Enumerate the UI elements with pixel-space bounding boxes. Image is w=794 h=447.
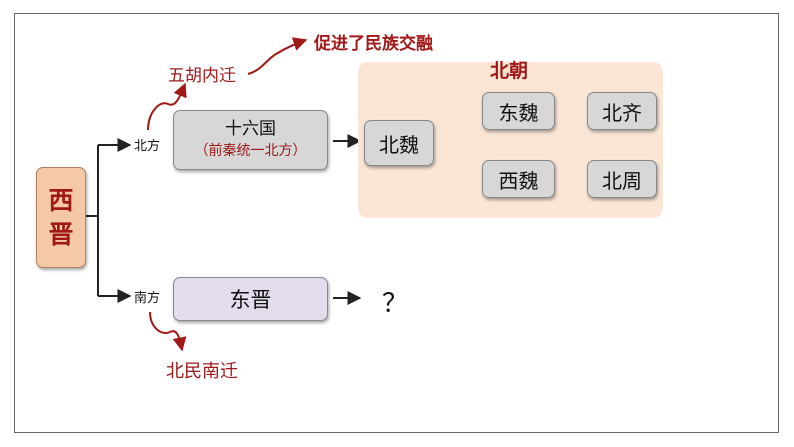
dongjin-box: 东晋 xyxy=(173,277,328,321)
node-xi-wei: 西魏 xyxy=(482,160,555,198)
node-dong-wei: 东魏 xyxy=(482,92,555,130)
node-dong-wei-label: 东魏 xyxy=(498,100,539,125)
node-bei-qi-label: 北齐 xyxy=(602,100,642,125)
root-label: 西 晋 xyxy=(48,185,74,249)
northern-dynasties-title: 北朝 xyxy=(490,60,529,82)
node-bei-zhou: 北周 xyxy=(587,160,657,198)
migration-in-arrow xyxy=(147,82,187,131)
dongjin-label: 东晋 xyxy=(229,288,272,312)
node-xi-wei-label: 西魏 xyxy=(498,168,539,193)
node-bei-wei: 北魏 xyxy=(364,120,434,166)
slide-frame xyxy=(14,13,779,433)
migration-south-note: 北民南迁 xyxy=(166,361,238,382)
sixteen-kingdoms-title: 十六国 xyxy=(225,119,276,139)
migration-south-arrow xyxy=(149,311,187,352)
sixteen-kingdoms-box: 十六国 （前秦统一北方） xyxy=(173,110,328,170)
node-bei-zhou-label: 北周 xyxy=(602,168,642,193)
migration-in-note: 五胡内迁 xyxy=(168,66,236,86)
fusion-note: 促进了民族交融 xyxy=(314,34,433,54)
node-bei-qi: 北齐 xyxy=(587,92,657,130)
fusion-arrow xyxy=(247,37,308,75)
sixteen-kingdoms-subtitle: （前秦统一北方） xyxy=(194,143,307,159)
successor-unknown: ？ xyxy=(382,289,409,319)
node-bei-wei-label: 北魏 xyxy=(379,132,419,157)
south-label: 南方 xyxy=(134,291,161,306)
north-label: 北方 xyxy=(134,139,161,154)
root-node-xijin: 西 晋 xyxy=(36,167,86,268)
